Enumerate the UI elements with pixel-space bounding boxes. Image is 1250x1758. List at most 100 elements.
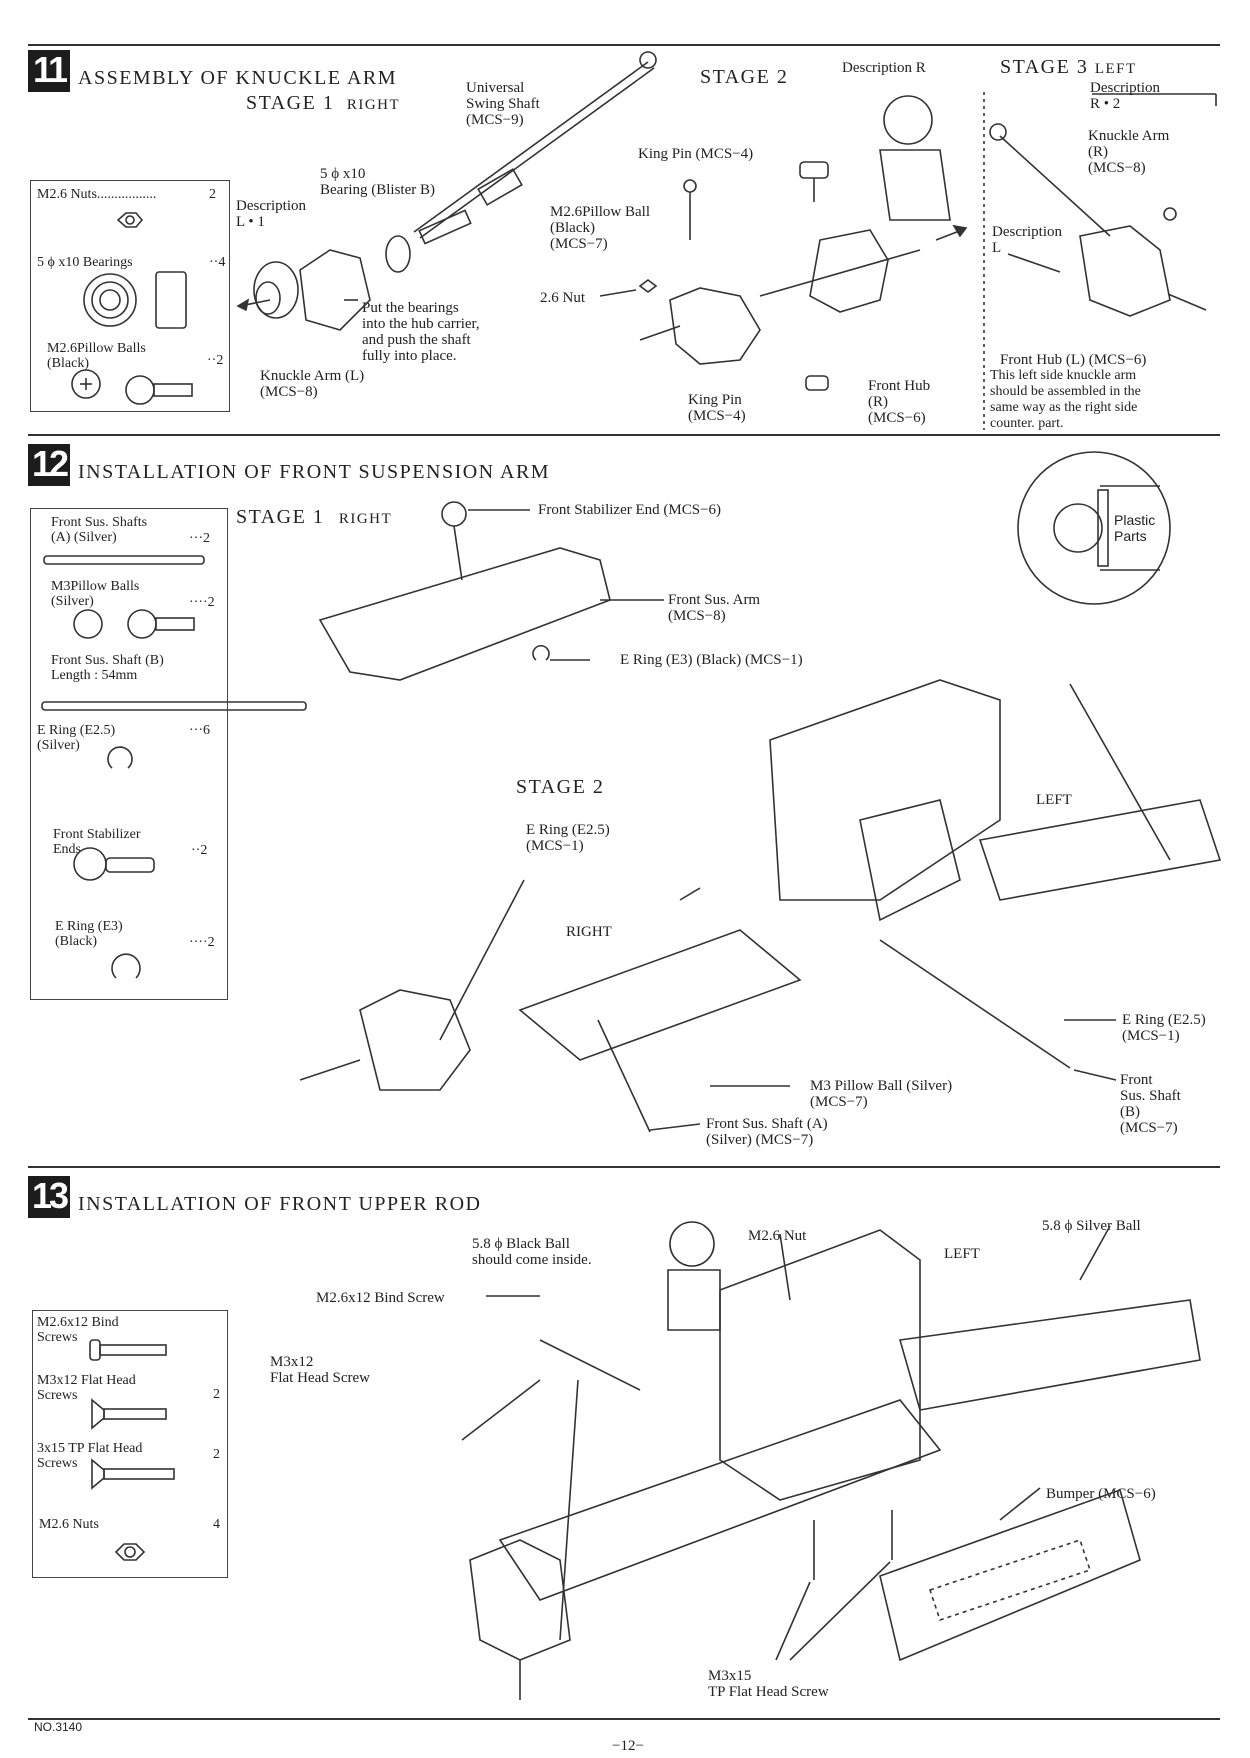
nut-hole-icon	[125, 215, 135, 225]
s12-part-ering-e25-qty: ···6	[189, 723, 210, 738]
s11-part-pillow: M2.6Pillow Balls (Black)	[47, 341, 146, 371]
pillow-ball-side-icon	[125, 375, 155, 405]
s11-bearing-label: 5 ϕ x10 Bearing (Blister B)	[320, 166, 435, 198]
bearing-race-icon	[91, 281, 129, 319]
s13-right-knuckle	[469, 1539, 571, 1661]
s13-upper-rod	[539, 1339, 641, 1391]
sus-shaft-a-icon	[43, 555, 205, 565]
swing-shaft-joint	[477, 168, 523, 206]
s11-pillow-ball-label: M2.6Pillow Ball (Black) (MCS−7)	[550, 204, 651, 252]
front-hub-r-body	[809, 229, 889, 313]
s11-stage1-side: RIGHT	[346, 97, 401, 113]
bearing-1	[255, 281, 281, 315]
s13-parts-icons	[89, 1339, 175, 1561]
s12-part-sus-shafts-a-qty: ···2	[189, 531, 210, 546]
m3-pillow-ball-side-icon	[127, 609, 157, 639]
shaft-a-leader	[649, 1123, 701, 1131]
s13-part-bind-screws: M2.6x12 Bind Screws	[37, 1315, 119, 1345]
axle-thread	[639, 325, 681, 341]
s12-part-ering-e3: E Ring (E3) (Black)	[55, 919, 123, 949]
stabilizer-end-ring-icon	[73, 847, 107, 881]
s13-left-label: LEFT	[944, 1246, 980, 1262]
s12-sus-arm-label: Front Sus. Arm (MCS−8)	[668, 592, 761, 624]
stage3-axle	[1167, 293, 1207, 311]
section-12-top-rule	[28, 434, 1220, 436]
s12-part-sus-shaft-b: Front Sus. Shaft (B) Length : 54mm	[51, 653, 164, 683]
stage3-desc-leader	[1007, 253, 1061, 273]
s13-tp-screw-label: M3x15 TP Flat Head Screw	[708, 1668, 829, 1700]
stabilizer-end-stem	[453, 525, 463, 581]
section-13-title: INSTALLATION OF FRONT UPPER ROD	[78, 1193, 482, 1215]
stage3-shaft	[999, 135, 1111, 237]
pillow-ball-head-icon	[71, 369, 101, 399]
s12-stage2-drawing	[299, 679, 1222, 1133]
s11-part-pillow-qty: ··2	[207, 353, 224, 368]
footer-rule	[28, 1718, 1220, 1720]
s13-mascot-body	[667, 1269, 721, 1331]
s12-m3-pillow-ball-label: M3 Pillow Ball (Silver) (MCS−7)	[810, 1078, 953, 1110]
s11-king-pin-top-label: King Pin (MCS−4)	[638, 146, 754, 162]
s12-ering-e3-label: E Ring (E3) (Black) (MCS−1)	[620, 652, 803, 668]
stabilizer-end-stem-icon	[105, 857, 155, 873]
s13-bind-screw-label: M2.6x12 Bind Screw	[316, 1290, 445, 1306]
s12-right-label: RIGHT	[566, 924, 612, 940]
flat-head-screw-thread-icon	[103, 1408, 167, 1420]
s11-stage1-text: STAGE 1	[246, 92, 335, 114]
s12-parts-box: Front Sus. Shafts (A) (Silver) ···2 M3Pi…	[30, 508, 228, 1000]
s13-mascot-head	[669, 1221, 715, 1267]
s12-part-sus-shafts-a: Front Sus. Shafts (A) (Silver)	[51, 515, 148, 545]
s11-universal-shaft-label: Universal Swing Shaft (MCS−9)	[466, 80, 540, 128]
s12-stage2-label: STAGE 2	[516, 776, 605, 798]
m26-nut-icon	[114, 1543, 146, 1561]
bulkhead	[769, 679, 1001, 901]
s11-knuckle-arm-r-label: Knuckle Arm (R) (MCS−8)	[1088, 128, 1170, 176]
s13-tp-leader-1	[775, 1581, 811, 1661]
s13-swing-shaft	[559, 1379, 579, 1641]
s13-bulkhead	[719, 1229, 921, 1501]
section-11-title: ASSEMBLY OF KNUCKLE ARM	[78, 67, 398, 89]
s11-stage3-text: STAGE 3	[1000, 56, 1089, 78]
plastic-detail-circle	[1017, 451, 1171, 605]
s11-put-bearings-note: Put the bearings into the hub carrier, a…	[362, 300, 480, 364]
m26-nut-hole-icon	[124, 1546, 136, 1558]
s11-stage3-label: STAGE 3 LEFT	[1000, 56, 1137, 79]
s12-sus-shaft-b-label: Front Sus. Shaft (B) (MCS−7)	[1120, 1072, 1181, 1136]
s11-stage2-description: Description R	[842, 60, 926, 76]
stage3-pillow	[1163, 207, 1177, 221]
s12-stage1-drawing	[318, 501, 664, 681]
s11-description-r2: Description R • 2	[1090, 80, 1160, 112]
right-arm	[518, 929, 802, 1061]
s11-description-l: Description L	[992, 224, 1062, 256]
s11-front-hub-r-label: Front Hub (R) (MCS−6)	[868, 378, 931, 426]
s12-ering-e25-right-label: E Ring (E2.5) (MCS−1)	[1122, 1012, 1206, 1044]
ering-leader	[679, 887, 701, 901]
nut-leader	[599, 289, 637, 297]
s12-stage1-text: STAGE 1	[236, 506, 325, 528]
s12-part-ering-e25: E Ring (E2.5) (Silver)	[37, 723, 116, 753]
king-pin-top	[799, 161, 829, 179]
section-12-header: 12 INSTALLATION OF FRONT SUSPENSION ARM	[28, 444, 550, 486]
s12-part-stabilizer-ends-qty: ··2	[191, 843, 208, 858]
section-13-header: 13 INSTALLATION OF FRONT UPPER ROD	[28, 1176, 481, 1218]
s12-sus-shaft-a-label: Front Sus. Shaft (A) (Silver) (MCS−7)	[706, 1116, 828, 1148]
direction-arrow-head	[952, 224, 968, 238]
bearing-2	[385, 235, 411, 273]
swing-shaft-line-2	[419, 67, 655, 239]
s12-part-stabilizer-ends: Front Stabilizer Ends	[53, 827, 141, 857]
bind-screw-head-icon	[89, 1339, 101, 1361]
s13-left-arm	[898, 1299, 1201, 1411]
s13-bumper	[879, 1488, 1141, 1662]
arrow-head	[236, 298, 250, 312]
s13-part-nuts: M2.6 Nuts	[39, 1517, 99, 1532]
kyosho-mascot-head	[883, 95, 933, 145]
stage3-knuckle-body	[1079, 225, 1171, 317]
section-12-number: 12	[28, 444, 70, 486]
bearing-bore-icon	[99, 289, 121, 311]
hub-carrier-ring	[253, 261, 299, 319]
section-11-number: 11	[28, 50, 70, 92]
s12-stabilizer-end-label: Front Stabilizer End (MCS−6)	[538, 502, 722, 518]
tp-screw-head-icon	[91, 1458, 105, 1490]
s12-part-ering-e3-qty: ····2	[189, 935, 215, 950]
s11-part-nuts-qty: 2	[209, 187, 216, 202]
